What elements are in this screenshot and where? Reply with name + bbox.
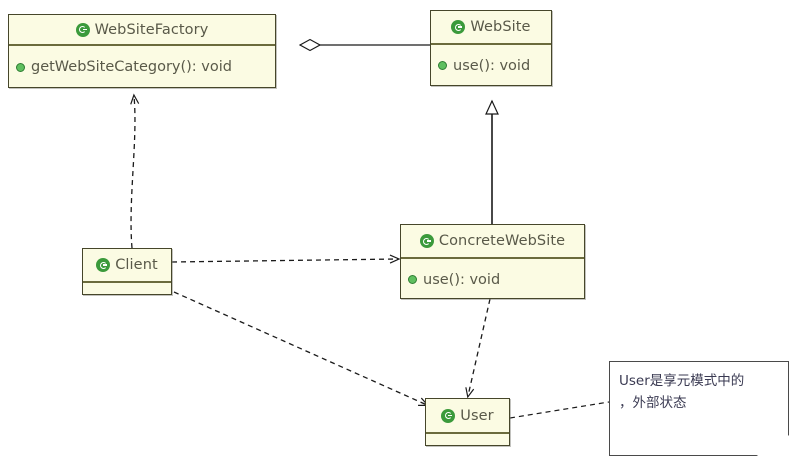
class-icon [451, 20, 466, 34]
class-name-label: WebSite [470, 19, 531, 35]
compartment-separator [83, 282, 171, 285]
class-icon [96, 258, 111, 272]
class-title-client: Client [83, 249, 171, 282]
class-name-label: User [460, 407, 494, 424]
class-member-label: getWebSiteCategory(): void [31, 59, 232, 75]
class-members-website: use(): void [431, 47, 551, 84]
class-icon [419, 234, 434, 248]
compartment-separator [431, 44, 551, 47]
method-icon [16, 62, 25, 72]
class-box-user[interactable]: User [425, 398, 510, 446]
compartment-separator [9, 45, 275, 48]
class-icon [441, 408, 456, 423]
edge-client-uses-factory [130, 93, 140, 249]
class-title-websitefactory: WebSiteFactory [9, 15, 275, 45]
edge-user-note-link [509, 401, 610, 419]
class-members-concretewebsite: use(): void [401, 261, 584, 298]
class-box-websitefactory[interactable]: WebSiteFactory getWebSiteCategory(): voi… [8, 14, 276, 88]
class-name-label: WebSiteFactory [94, 21, 209, 38]
note-line: User是享元模式中的 [619, 373, 745, 389]
note-user[interactable]: User是享元模式中的 ，外部状态 [609, 361, 789, 456]
class-box-website[interactable]: WebSite use(): void [430, 10, 552, 86]
class-name-label: Client [115, 257, 158, 273]
class-members-websitefactory: getWebSiteCategory(): void [9, 48, 275, 86]
edge-concrete-uses-user [465, 298, 491, 399]
edge-client-uses-user [173, 291, 430, 407]
class-box-concretewebsite[interactable]: ConcreteWebSite use(): void [400, 224, 585, 299]
empty-compartment-client [83, 285, 171, 292]
class-member[interactable]: use(): void [408, 271, 578, 289]
compartment-separator [401, 258, 584, 261]
class-box-client[interactable]: Client [82, 248, 172, 295]
empty-compartment-user [426, 436, 509, 443]
method-icon [438, 61, 447, 70]
class-icon [75, 22, 90, 37]
edge-client-uses-concrete [171, 254, 401, 264]
method-icon [408, 275, 417, 284]
class-member[interactable]: getWebSiteCategory(): void [16, 58, 269, 76]
class-member-label: use(): void [453, 57, 531, 74]
note-line: ，外部状态 [619, 395, 687, 411]
class-title-concretewebsite: ConcreteWebSite [401, 225, 584, 258]
class-title-website: WebSite [431, 11, 551, 44]
class-member[interactable]: use(): void [438, 57, 545, 75]
class-title-user: User [426, 399, 509, 433]
compartment-separator [426, 433, 509, 436]
class-name-label: ConcreteWebSite [438, 233, 566, 249]
class-member-label: use(): void [423, 271, 501, 288]
